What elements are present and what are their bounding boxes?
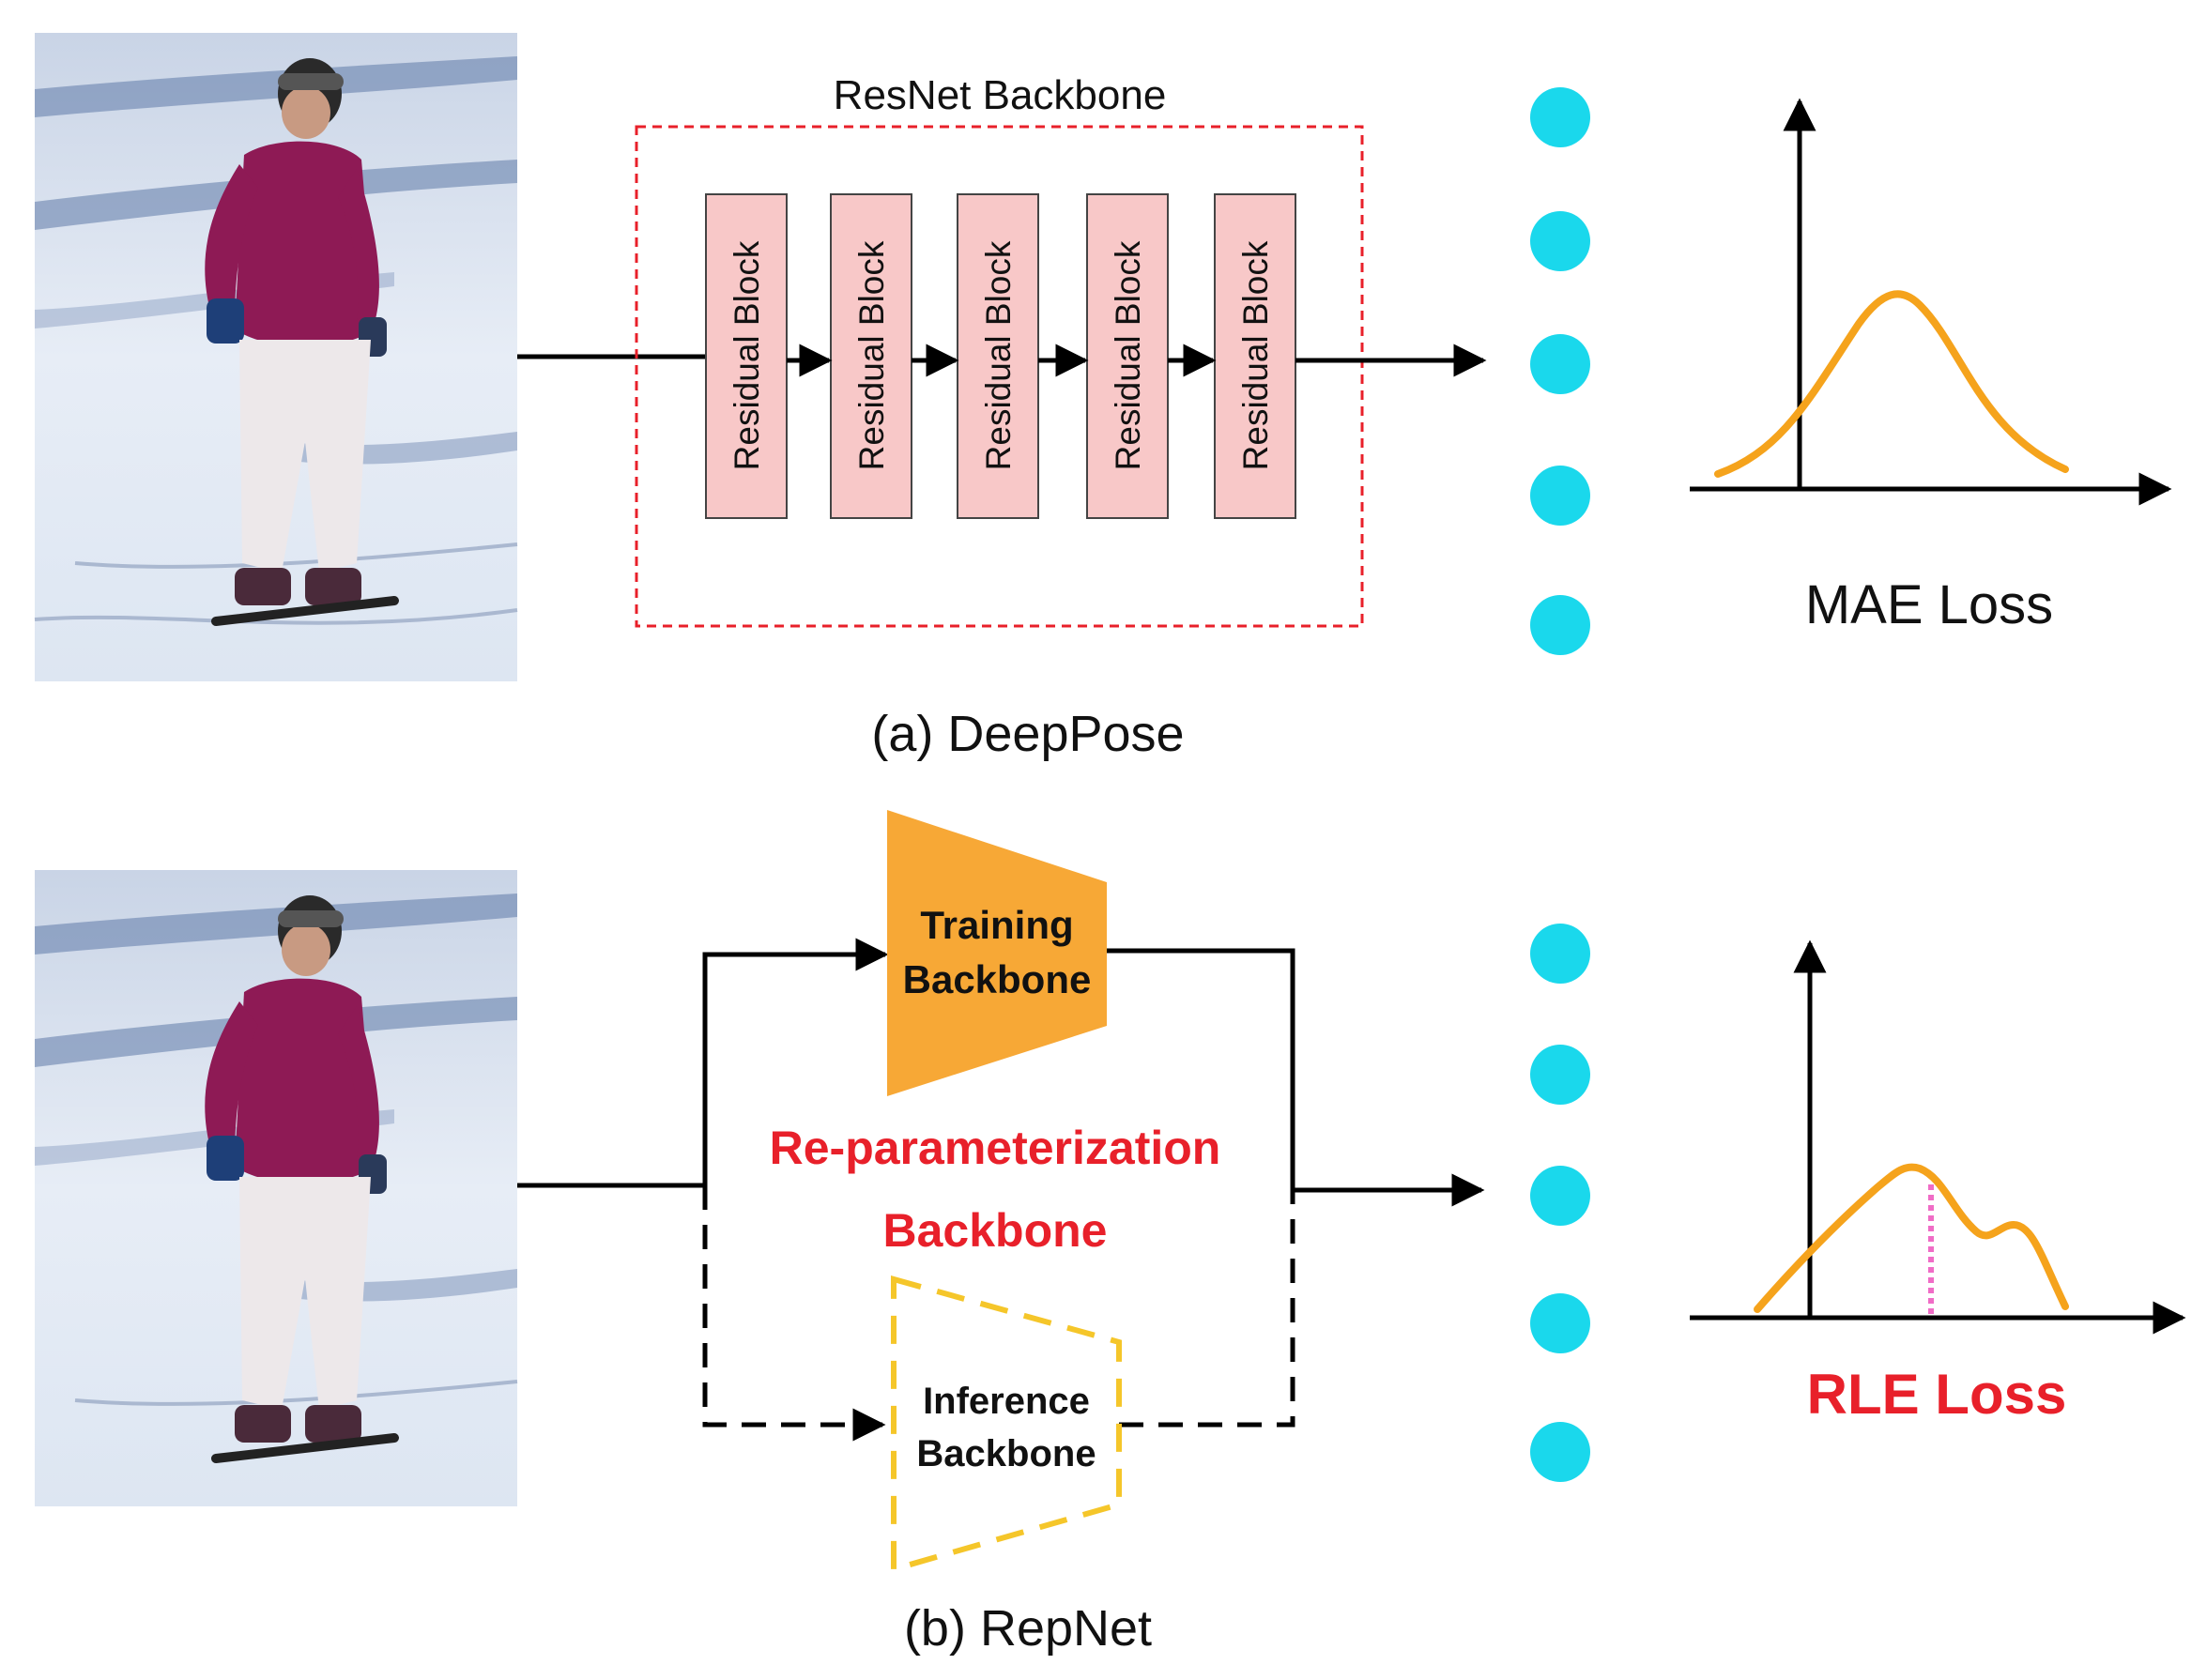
rle-curve (1754, 1163, 2069, 1313)
caption-b: (b) RepNet (904, 1600, 1152, 1657)
residual-block-label: Residual Block (1236, 240, 1275, 470)
keypoint-dot (1530, 595, 1590, 655)
residual-block-label: Residual Block (979, 240, 1018, 470)
residual-block-5: Residual Block (1214, 193, 1296, 519)
resnet-backbone-title: ResNet Backbone (834, 72, 1167, 118)
training-backbone-label-1: Training (920, 903, 1073, 947)
training-branch-out (1107, 948, 1295, 1190)
inference-backbone-shape (891, 1275, 1122, 1573)
keypoints-a (1530, 87, 1590, 655)
residual-block-4: Residual Block (1086, 193, 1169, 519)
rle-loss-label: RLE Loss (1807, 1363, 2067, 1426)
residual-block-1: Residual Block (705, 193, 788, 519)
keypoints-b (1530, 924, 1590, 1482)
keypoint-dot (1530, 924, 1590, 984)
skier-photo-a (34, 33, 518, 681)
keypoint-dot (1530, 1293, 1590, 1353)
rep-backbone-label-1: Re-parameterization (770, 1122, 1221, 1174)
inference-branch-in (702, 1185, 886, 1442)
rle-loss-plot (1690, 939, 2186, 1335)
mae-loss-label: MAE Loss (1805, 574, 2053, 635)
connectors-b (517, 938, 1485, 1442)
inference-backbone-label-1: Inference (923, 1381, 1090, 1422)
residual-block-label: Residual Block (852, 240, 891, 470)
skier-figure-a (205, 58, 399, 626)
skier-figure-b (205, 895, 399, 1463)
keypoint-dot (1530, 1045, 1590, 1105)
training-backbone-shape (887, 810, 1107, 1096)
keypoint-dot (1530, 211, 1590, 271)
keypoint-dot (1530, 334, 1590, 394)
inference-backbone: Inference Backbone (891, 1275, 1122, 1573)
keypoint-dot (1530, 1166, 1590, 1226)
residual-block-3: Residual Block (957, 193, 1039, 519)
residual-block-2: Residual Block (830, 193, 912, 519)
mae-loss-plot (1690, 98, 2172, 506)
keypoint-dot (1530, 1422, 1590, 1482)
training-branch-in (702, 938, 889, 1185)
keypoint-dot (1530, 466, 1590, 526)
residual-block-label: Residual Block (1109, 240, 1147, 470)
resnet-backbone-box (635, 125, 1364, 628)
skier-photo-b (35, 870, 518, 1506)
residual-block-label: Residual Block (728, 240, 766, 470)
panel-a: ResNet Backbone Residual Block Residual … (34, 33, 2172, 762)
gaussian-curve (1714, 290, 2069, 478)
panel-b: Training Backbone Re-parameterization Ba… (35, 810, 2186, 1657)
caption-a: (a) DeepPose (871, 706, 1184, 762)
training-backbone: Training Backbone (887, 810, 1107, 1096)
keypoint-dot (1530, 87, 1590, 147)
inference-branch-out (1119, 1190, 1295, 1428)
training-backbone-label-2: Backbone (903, 957, 1092, 1001)
rep-backbone-label-2: Backbone (883, 1204, 1108, 1257)
inference-backbone-label-2: Backbone (916, 1433, 1096, 1474)
